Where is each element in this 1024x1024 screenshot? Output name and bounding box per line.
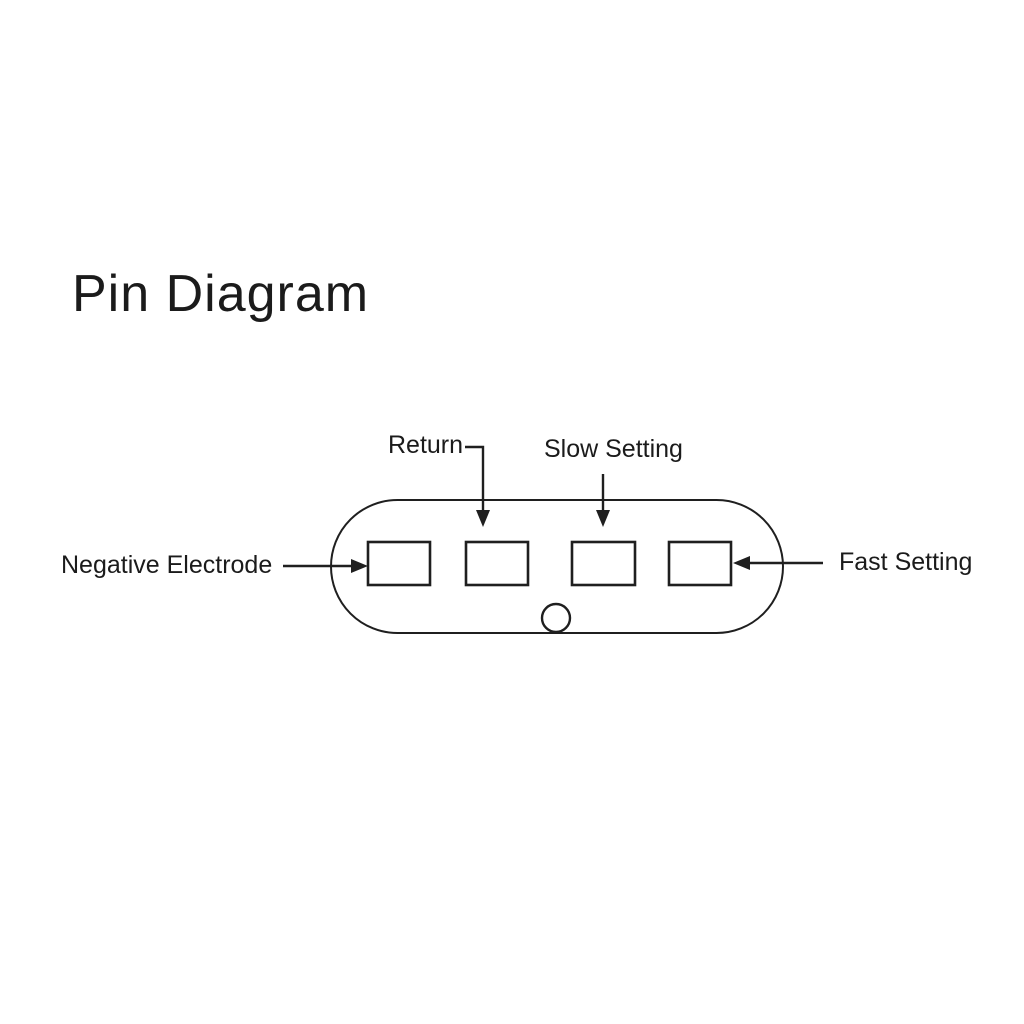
slow-setting-arrowhead-icon [596, 510, 610, 527]
fast-setting-label: Fast Setting [839, 548, 973, 576]
fast-setting-arrowhead-icon [733, 556, 750, 570]
return-label: Return [388, 431, 464, 459]
keying-notch-circle [540, 602, 572, 634]
negative-electrode-arrowhead-icon [351, 559, 368, 573]
return-connector-line [465, 445, 485, 511]
pin-4-rect [667, 540, 733, 587]
pin-1-rect [366, 540, 432, 587]
return-arrowhead-icon [476, 510, 490, 527]
slow-setting-label: Slow Setting [544, 435, 683, 463]
pin-3-rect [570, 540, 637, 587]
connector-body-outline [330, 499, 784, 634]
page-title: Pin Diagram [72, 265, 370, 323]
pin-2-rect [464, 540, 530, 587]
negative-electrode-label: Negative Electrode [61, 551, 273, 579]
